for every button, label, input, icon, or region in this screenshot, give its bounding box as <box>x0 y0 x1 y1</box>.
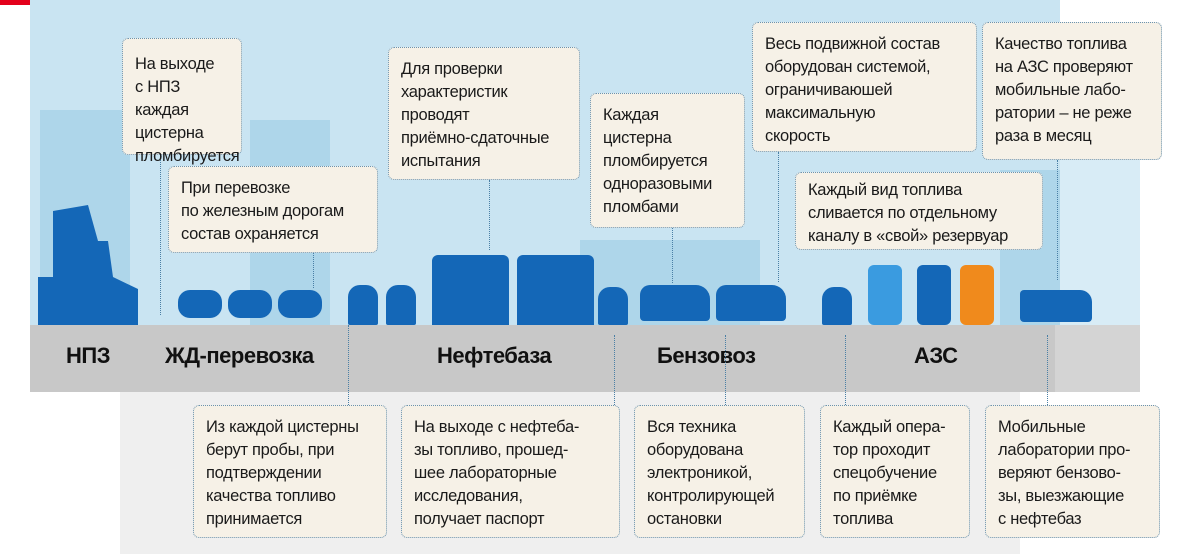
stage-oil-depot: Нефтебаза <box>437 343 552 368</box>
connector-line <box>348 325 349 405</box>
stage-band <box>30 325 1055 392</box>
connector-line <box>1047 335 1048 405</box>
fuel-pump-icon <box>868 265 902 325</box>
stage-band-end <box>1055 325 1140 392</box>
worker-icon <box>348 285 378 325</box>
connector-line <box>778 152 779 282</box>
connector-line <box>489 180 490 250</box>
fuel-pump-icon <box>960 265 994 325</box>
worker-icon <box>386 285 416 325</box>
note-separate-channel: Каждый вид топлива сливается по отдельно… <box>795 172 1043 250</box>
fuel-truck-icon <box>716 285 786 321</box>
storage-tank-icon <box>432 255 509 325</box>
fuel-pump-icon <box>917 265 951 325</box>
worker-icon <box>822 287 852 325</box>
note-truck-inspection: Мобильные лаборатории про- веряют бензов… <box>985 405 1160 538</box>
connector-line <box>725 335 726 405</box>
stage-npz: НПЗ <box>66 343 110 368</box>
connector-line <box>614 335 615 405</box>
stage-rail: ЖД-перевозка <box>165 343 314 368</box>
note-npz-seal: На выходе с НПЗ каждая цистерна пломбиру… <box>122 38 242 165</box>
note-mobile-labs-monthly: Качество топлива на АЗС проверяют мобиль… <box>982 22 1162 160</box>
rail-tank-car-icon <box>228 290 272 318</box>
connector-line <box>313 253 314 288</box>
note-electronics: Вся техника оборудована электроникой, ко… <box>634 405 805 538</box>
fuel-truck-icon <box>640 285 710 321</box>
stage-fuel-truck: Бензовоз <box>657 343 756 368</box>
stage-gas-station: АЗС <box>914 343 958 368</box>
note-speed-limit: Весь подвижной состав оборудован системо… <box>752 22 977 152</box>
connector-line <box>672 228 673 283</box>
rail-tank-car-icon <box>278 290 322 318</box>
rail-tank-car-icon <box>178 290 222 318</box>
note-passport: На выходе с нефтеба- зы топливо, прошед-… <box>401 405 620 538</box>
connector-line <box>160 155 161 315</box>
note-rail-guard: При перевозке по железным дорогам состав… <box>168 166 378 253</box>
connector-line <box>1057 160 1058 280</box>
note-disposable-seals: Каждая цистерна пломбируется одноразовым… <box>590 93 745 228</box>
note-acceptance-tests: Для проверки характеристик проводят приё… <box>388 47 580 180</box>
connector-line <box>845 335 846 405</box>
storage-tank-icon <box>517 255 594 325</box>
worker-icon <box>598 287 628 325</box>
note-samples: Из каждой цистерны берут пробы, при подт… <box>193 405 387 538</box>
note-operator-training: Каждый опера- тор проходит спецобучение … <box>820 405 970 538</box>
mobile-lab-van-icon <box>1020 290 1092 322</box>
